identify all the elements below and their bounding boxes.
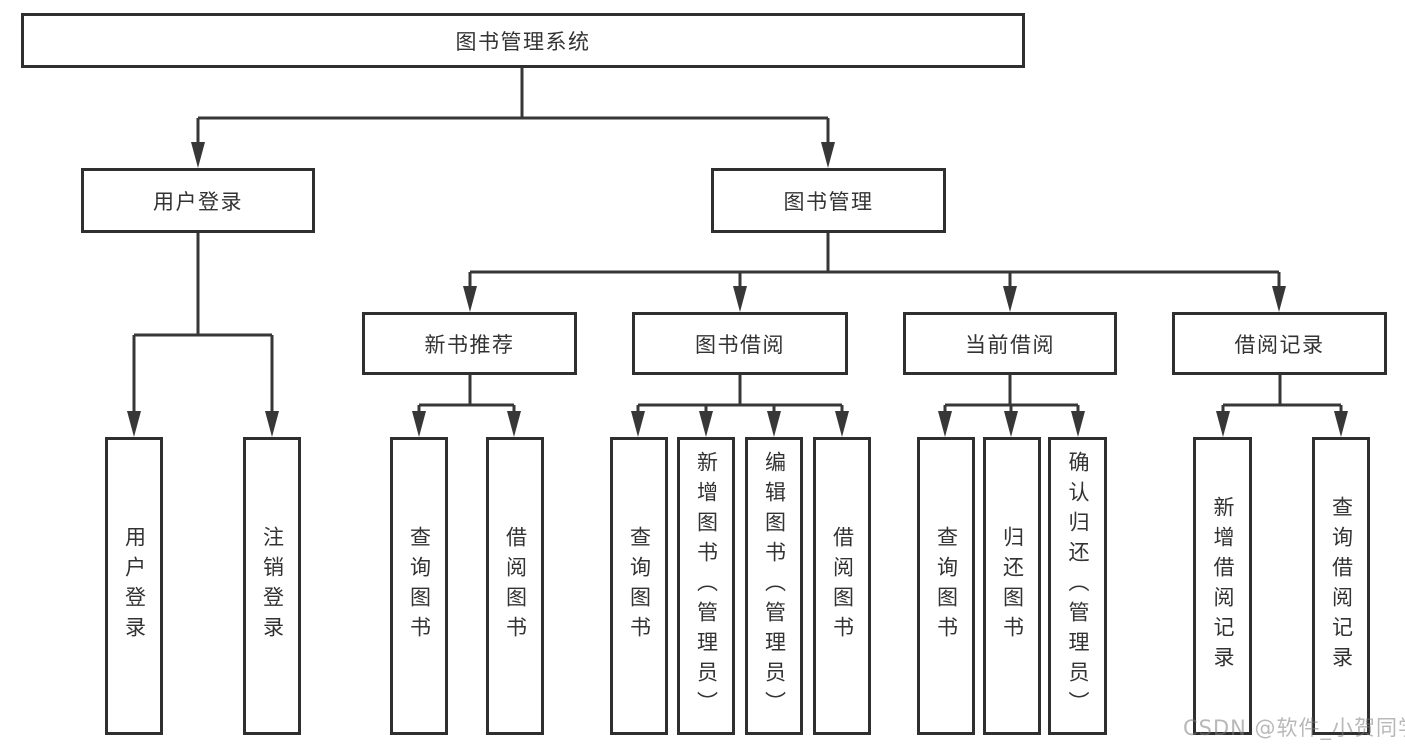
- node-new-book-recommend: 新书推荐: [362, 312, 577, 375]
- leaf-user-login-label: 用户登录: [122, 526, 147, 646]
- leaf-logout-label: 注销登录: [260, 526, 285, 646]
- leaf-confirm-return-admin: 确认归还（管理员）: [1048, 437, 1107, 735]
- leaf-borrow-books: 借阅图书: [813, 437, 871, 735]
- node-borrow-records: 借阅记录: [1172, 312, 1387, 375]
- leaf-add-books-admin-label: 新增图书（管理员）: [694, 451, 719, 721]
- leaf-query-books-recommend-label: 查询图书: [407, 526, 432, 646]
- node-borrow-records-label: 借阅记录: [1234, 332, 1325, 357]
- leaf-query-books-current: 查询图书: [917, 437, 975, 735]
- leaf-confirm-return-admin-label: 确认归还（管理员）: [1066, 451, 1090, 721]
- leaf-add-borrow-record: 新增借阅记录: [1193, 437, 1252, 735]
- leaf-logout: 注销登录: [243, 437, 301, 735]
- node-current-borrowing: 当前借阅: [903, 312, 1117, 375]
- leaf-borrow-books-recommend-label: 借阅图书: [503, 526, 528, 646]
- leaf-return-books: 归还图书: [983, 437, 1041, 735]
- leaf-edit-books-admin-label: 编辑图书（管理员）: [762, 451, 787, 721]
- node-new-book-recommend-label: 新书推荐: [424, 332, 515, 357]
- node-root-label: 图书管理系统: [455, 29, 591, 54]
- node-book-management: 图书管理: [711, 168, 946, 233]
- leaf-query-borrow-record: 查询借阅记录: [1312, 437, 1370, 735]
- node-book-management-label: 图书管理: [783, 189, 874, 214]
- leaf-query-books-recommend: 查询图书: [390, 437, 448, 735]
- leaf-borrow-books-label: 借阅图书: [830, 526, 855, 646]
- leaf-add-borrow-record-label: 新增借阅记录: [1211, 496, 1235, 676]
- leaf-return-books-label: 归还图书: [1000, 526, 1025, 646]
- node-user-login: 用户登录: [81, 168, 315, 233]
- arrowheads: [127, 142, 1348, 437]
- leaf-add-books-admin: 新增图书（管理员）: [677, 437, 735, 735]
- leaf-query-books-current-label: 查询图书: [934, 526, 959, 646]
- leaf-user-login: 用户登录: [105, 437, 163, 735]
- csdn-watermark: CSDN @软件_小贺同学: [1183, 716, 1405, 740]
- node-current-borrowing-label: 当前借阅: [965, 332, 1055, 357]
- leaf-edit-books-admin: 编辑图书（管理员）: [745, 437, 803, 735]
- leaf-borrow-books-recommend: 借阅图书: [486, 437, 544, 735]
- leaf-query-borrow-record-label: 查询借阅记录: [1329, 496, 1354, 676]
- node-book-borrowing-label: 图书借阅: [695, 332, 785, 357]
- node-user-login-label: 用户登录: [153, 189, 243, 214]
- node-book-borrowing: 图书借阅: [632, 312, 848, 375]
- leaf-query-books-borrowing: 查询图书: [610, 437, 668, 735]
- node-root: 图书管理系统: [21, 13, 1025, 68]
- leaf-query-books-borrowing-label: 查询图书: [627, 526, 652, 646]
